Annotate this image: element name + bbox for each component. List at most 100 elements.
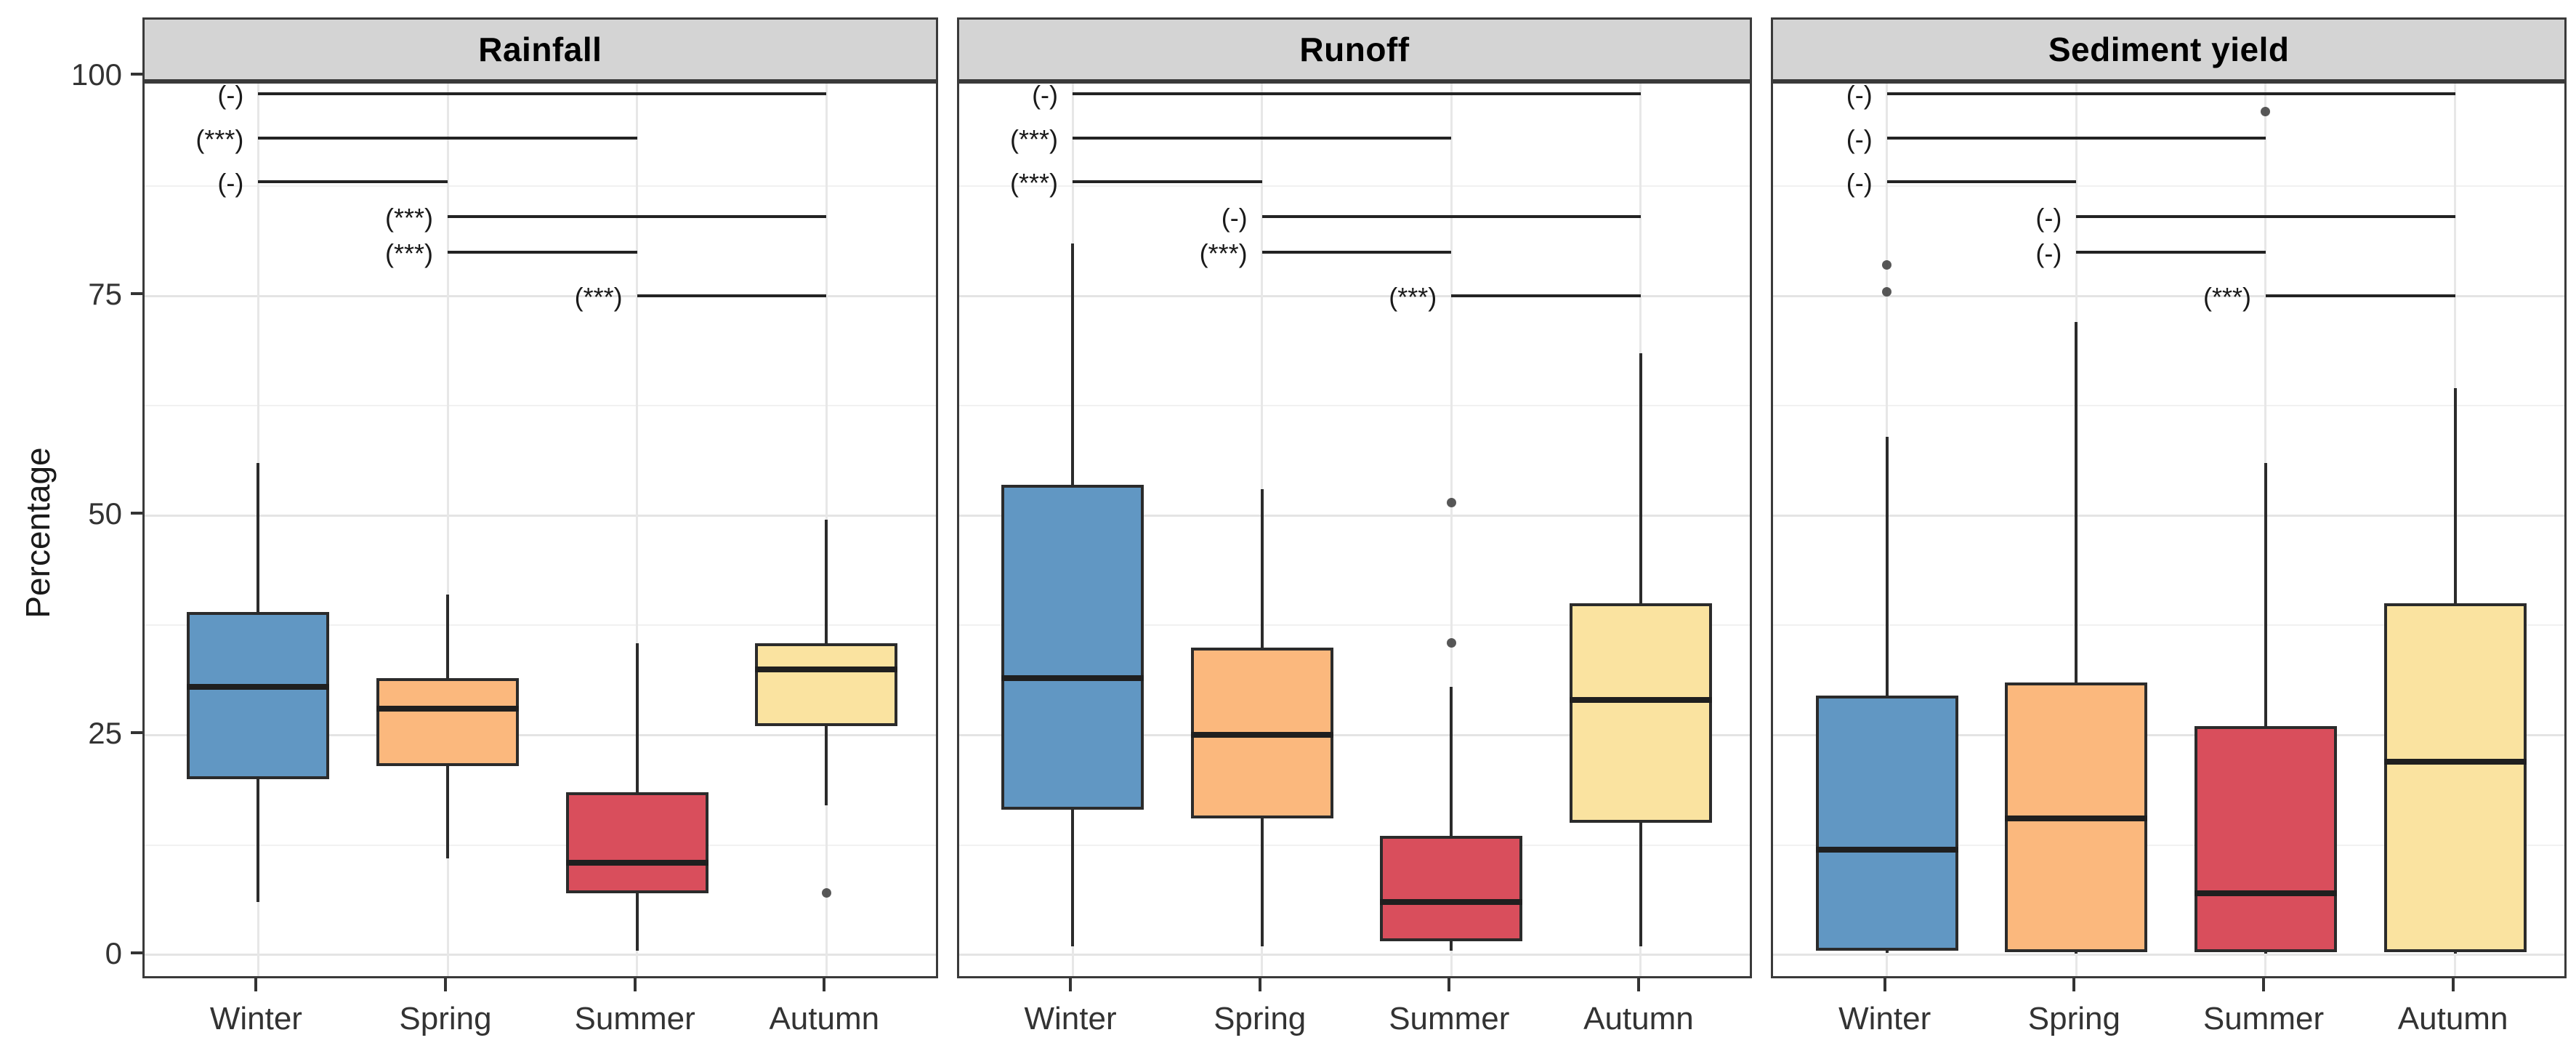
major-gridline xyxy=(1773,733,2564,736)
upper-whisker xyxy=(1885,436,1889,696)
y-tick-label: 75 xyxy=(88,277,122,312)
plot-panel: (-)(-)(-)(-)(-)(***) xyxy=(1771,81,2567,978)
x-tick-label: Autumn xyxy=(2397,1001,2508,1036)
significance-line xyxy=(448,215,827,219)
median-line xyxy=(1380,899,1523,906)
median-line xyxy=(1001,675,1144,681)
median-line xyxy=(2194,890,2337,896)
x-tick-mark xyxy=(1636,978,1640,991)
x-tick-label: Spring xyxy=(2027,1001,2120,1036)
boxplot-box-autumn xyxy=(1569,603,1712,824)
significance-line xyxy=(1886,92,2455,96)
x-tick-label: Winter xyxy=(1838,1001,1931,1036)
x-tick-mark xyxy=(1258,978,1261,991)
significance-line xyxy=(2265,294,2455,298)
category-gridline xyxy=(636,84,639,976)
y-tick-label: 50 xyxy=(88,496,122,531)
boxplot-box-summer xyxy=(1380,836,1523,942)
boxplot-box-summer xyxy=(2194,726,2337,952)
significance-line xyxy=(637,294,827,298)
outlier-point xyxy=(2261,106,2271,116)
minor-gridline xyxy=(958,405,1751,407)
significance-label: (***) xyxy=(1010,168,1059,198)
lower-whisker xyxy=(2453,951,2457,954)
significance-label: (-) xyxy=(1221,203,1248,233)
minor-gridline xyxy=(1773,405,2564,407)
median-line xyxy=(2005,816,2148,822)
y-tick-mark xyxy=(131,73,142,76)
x-tick-mark xyxy=(254,978,258,991)
category-gridline xyxy=(1450,84,1453,976)
significance-line xyxy=(1073,92,1641,96)
lower-whisker xyxy=(257,778,260,903)
y-tick-label: 100 xyxy=(70,57,122,92)
boxplot-box-winter xyxy=(187,612,330,779)
major-gridline xyxy=(145,294,936,297)
median-line xyxy=(376,706,520,712)
upper-whisker xyxy=(635,643,639,792)
lower-whisker xyxy=(2264,951,2267,954)
minor-gridline xyxy=(145,185,936,188)
upper-whisker xyxy=(1071,243,1075,485)
significance-line xyxy=(258,136,637,140)
significance-label: (***) xyxy=(385,238,434,268)
y-tick-mark xyxy=(131,512,142,515)
facet-strip: Rainfall xyxy=(142,17,938,81)
lower-whisker xyxy=(1071,810,1075,946)
plot-panel: (-)(***)(-)(***)(***)(***) xyxy=(142,81,938,978)
y-tick-mark xyxy=(131,951,142,954)
major-gridline xyxy=(958,294,1751,297)
significance-label: (-) xyxy=(2035,238,2062,268)
major-gridline xyxy=(1773,294,2564,297)
significance-line xyxy=(1073,180,1262,184)
significance-line xyxy=(1261,215,1641,219)
y-tick-mark xyxy=(131,292,142,296)
minor-gridline xyxy=(958,624,1751,627)
outlier-point xyxy=(1446,497,1456,507)
major-gridline xyxy=(1773,954,2564,957)
x-tick-mark xyxy=(1883,978,1886,991)
x-tick-label: Summer xyxy=(2202,1001,2325,1036)
upper-whisker xyxy=(2264,462,2267,727)
y-tick-label: 25 xyxy=(88,716,122,751)
x-tick-label: Autumn xyxy=(1583,1001,1694,1036)
x-tick-mark xyxy=(2072,978,2076,991)
median-line xyxy=(755,666,898,672)
upper-whisker xyxy=(2075,322,2078,682)
x-tick-mark xyxy=(2451,978,2455,991)
lower-whisker xyxy=(1260,818,1264,946)
boxplot-box-summer xyxy=(565,792,708,893)
significance-line xyxy=(258,180,448,184)
major-gridline xyxy=(145,733,936,736)
significance-label: (-) xyxy=(2035,203,2062,233)
x-tick-label: Winter xyxy=(209,1001,302,1036)
facet-strip: Sediment yield xyxy=(1771,17,2567,81)
lower-whisker xyxy=(825,726,828,806)
minor-gridline xyxy=(145,844,936,846)
upper-whisker xyxy=(446,595,450,678)
x-tick-label: Summer xyxy=(1389,1001,1510,1036)
significance-label: (***) xyxy=(1389,282,1437,313)
significance-line xyxy=(1886,136,2266,140)
major-gridline xyxy=(145,954,936,957)
minor-gridline xyxy=(1773,844,2564,846)
significance-label: (-) xyxy=(217,81,244,110)
major-gridline xyxy=(958,514,1751,517)
significance-label: (-) xyxy=(1846,124,1873,154)
x-tick-mark xyxy=(633,978,637,991)
y-tick-label: 0 xyxy=(105,935,122,970)
major-gridline xyxy=(145,514,936,517)
major-gridline xyxy=(958,954,1751,957)
x-tick-label: Spring xyxy=(399,1001,492,1036)
significance-line xyxy=(1073,136,1452,140)
minor-gridline xyxy=(145,405,936,407)
x-tick-mark xyxy=(1069,978,1073,991)
lower-whisker xyxy=(635,893,639,951)
median-line xyxy=(1569,697,1712,704)
lower-whisker xyxy=(1639,823,1642,946)
significance-label: (-) xyxy=(1846,81,1873,110)
significance-line xyxy=(2076,250,2266,254)
significance-label: (***) xyxy=(1199,238,1248,268)
median-line xyxy=(187,683,330,690)
median-line xyxy=(565,859,708,866)
